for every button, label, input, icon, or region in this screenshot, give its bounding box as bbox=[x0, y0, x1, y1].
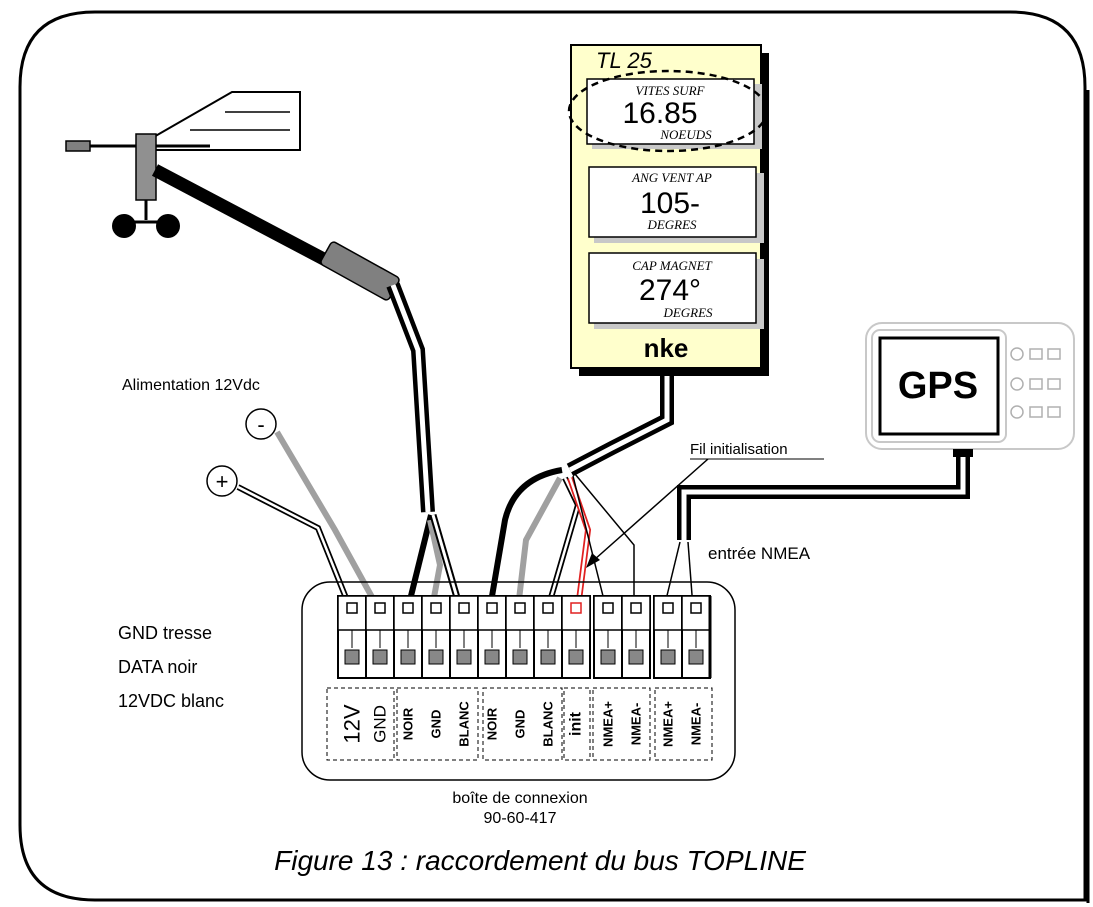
legend-line: GND tresse bbox=[118, 623, 212, 643]
terminal-group-box bbox=[326, 687, 395, 761]
screw-icon bbox=[402, 602, 414, 614]
terminal-label: GND bbox=[513, 710, 528, 739]
screw-icon bbox=[570, 602, 582, 614]
terminal-group-box bbox=[654, 687, 713, 761]
nmea-input-label: entrée NMEA bbox=[708, 544, 811, 563]
terminal-block bbox=[421, 595, 451, 679]
screw-icon bbox=[602, 602, 614, 614]
terminal-label: NOIR bbox=[401, 707, 416, 740]
panel-unit: DEGRES bbox=[662, 305, 713, 320]
terminal-label: NMEA- bbox=[629, 703, 644, 746]
terminal-block bbox=[477, 595, 507, 679]
terminal-block bbox=[621, 595, 651, 679]
sensor-mast bbox=[135, 133, 157, 201]
terminal-block bbox=[393, 595, 423, 679]
panel-label: ANG VENT AP bbox=[631, 170, 712, 185]
arrow-head-icon bbox=[586, 553, 600, 568]
screw-icon bbox=[430, 602, 442, 614]
gps-button-icon bbox=[1010, 347, 1024, 361]
terminal-block bbox=[653, 595, 683, 679]
minus-sign: - bbox=[257, 412, 264, 437]
terminal-group-box bbox=[592, 687, 651, 761]
plus-terminal-icon bbox=[206, 465, 238, 497]
panel-value: 105- bbox=[640, 187, 700, 220]
sensor-cable bbox=[151, 164, 339, 271]
terminal-label: GND bbox=[429, 710, 444, 739]
screw-icon bbox=[542, 602, 554, 614]
terminal-labels: 12V GND NOIR GND BLANC NOIR GND BLANC init NMEA+ N… bbox=[326, 687, 713, 761]
minus-terminal-icon bbox=[245, 408, 277, 440]
terminal-block bbox=[337, 595, 367, 679]
terminal-label: 12V bbox=[340, 704, 365, 743]
plus-sign: + bbox=[216, 469, 229, 494]
tl25-display: TL 25 VITES SURF 16.85 NOEUDS ANG VENT A… bbox=[567, 44, 769, 376]
screw-icon bbox=[514, 602, 526, 614]
wind-sensor bbox=[65, 91, 301, 238]
screw-icon bbox=[690, 602, 702, 614]
screw-icon bbox=[346, 602, 358, 614]
terminal-strip bbox=[337, 595, 712, 679]
terminal-block bbox=[533, 595, 563, 679]
highlight-ellipse bbox=[567, 69, 769, 153]
anemometer-cup-icon bbox=[156, 214, 180, 238]
terminal-block bbox=[561, 595, 591, 679]
display-panel bbox=[588, 252, 757, 324]
init-wire-label: Fil initialisation bbox=[690, 441, 788, 458]
panel-label: VITES SURF bbox=[636, 83, 706, 98]
anemometer-cup-icon bbox=[112, 214, 136, 238]
terminal-block bbox=[505, 595, 535, 679]
box-name: boîte de connexion bbox=[452, 790, 587, 807]
terminal-label: BLANC bbox=[457, 701, 472, 747]
terminal-block bbox=[449, 595, 479, 679]
terminal-label: BLANC bbox=[541, 701, 556, 747]
terminal-block bbox=[593, 595, 623, 679]
display-model: TL 25 bbox=[596, 48, 653, 73]
terminal-label: NMEA- bbox=[689, 703, 704, 746]
terminal-block bbox=[681, 595, 711, 679]
display-panel bbox=[586, 78, 755, 145]
power-label: Alimentation 12Vdc bbox=[122, 377, 260, 394]
screw-icon bbox=[374, 602, 386, 614]
panel-label: CAP MAGNET bbox=[632, 258, 712, 273]
gps-button-icon bbox=[1010, 405, 1024, 419]
box-ref: 90-60-417 bbox=[484, 810, 557, 827]
terminal-label: init bbox=[568, 711, 585, 736]
panel-value: 274° bbox=[639, 274, 701, 307]
terminal-label: NMEA+ bbox=[661, 701, 676, 747]
terminal-group-box bbox=[482, 687, 563, 761]
terminal-label: NMEA+ bbox=[601, 701, 616, 747]
panel-unit: DEGRES bbox=[646, 217, 697, 232]
terminal-group-box bbox=[396, 687, 479, 761]
terminal-block bbox=[365, 595, 395, 679]
screw-icon bbox=[630, 602, 642, 614]
screw-icon bbox=[662, 602, 674, 614]
legend-line: DATA noir bbox=[118, 657, 197, 677]
connection-box bbox=[301, 581, 736, 781]
figure-caption: Figure 13 : raccordement du bus TOPLINE bbox=[274, 845, 806, 876]
display-brand: nke bbox=[644, 333, 689, 363]
terminal-label: NOIR bbox=[485, 707, 500, 740]
gps-label: GPS bbox=[898, 365, 978, 407]
screw-icon bbox=[458, 602, 470, 614]
panel-unit: NOEUDS bbox=[659, 127, 712, 142]
gps-unit: GPS bbox=[865, 322, 1075, 457]
display-panel bbox=[588, 166, 757, 238]
terminal-label: GND bbox=[371, 705, 390, 743]
legend-line: 12VDC blanc bbox=[118, 691, 224, 711]
panel-value: 16.85 bbox=[622, 97, 697, 130]
screw-icon bbox=[486, 602, 498, 614]
gps-button-icon bbox=[1010, 377, 1024, 391]
